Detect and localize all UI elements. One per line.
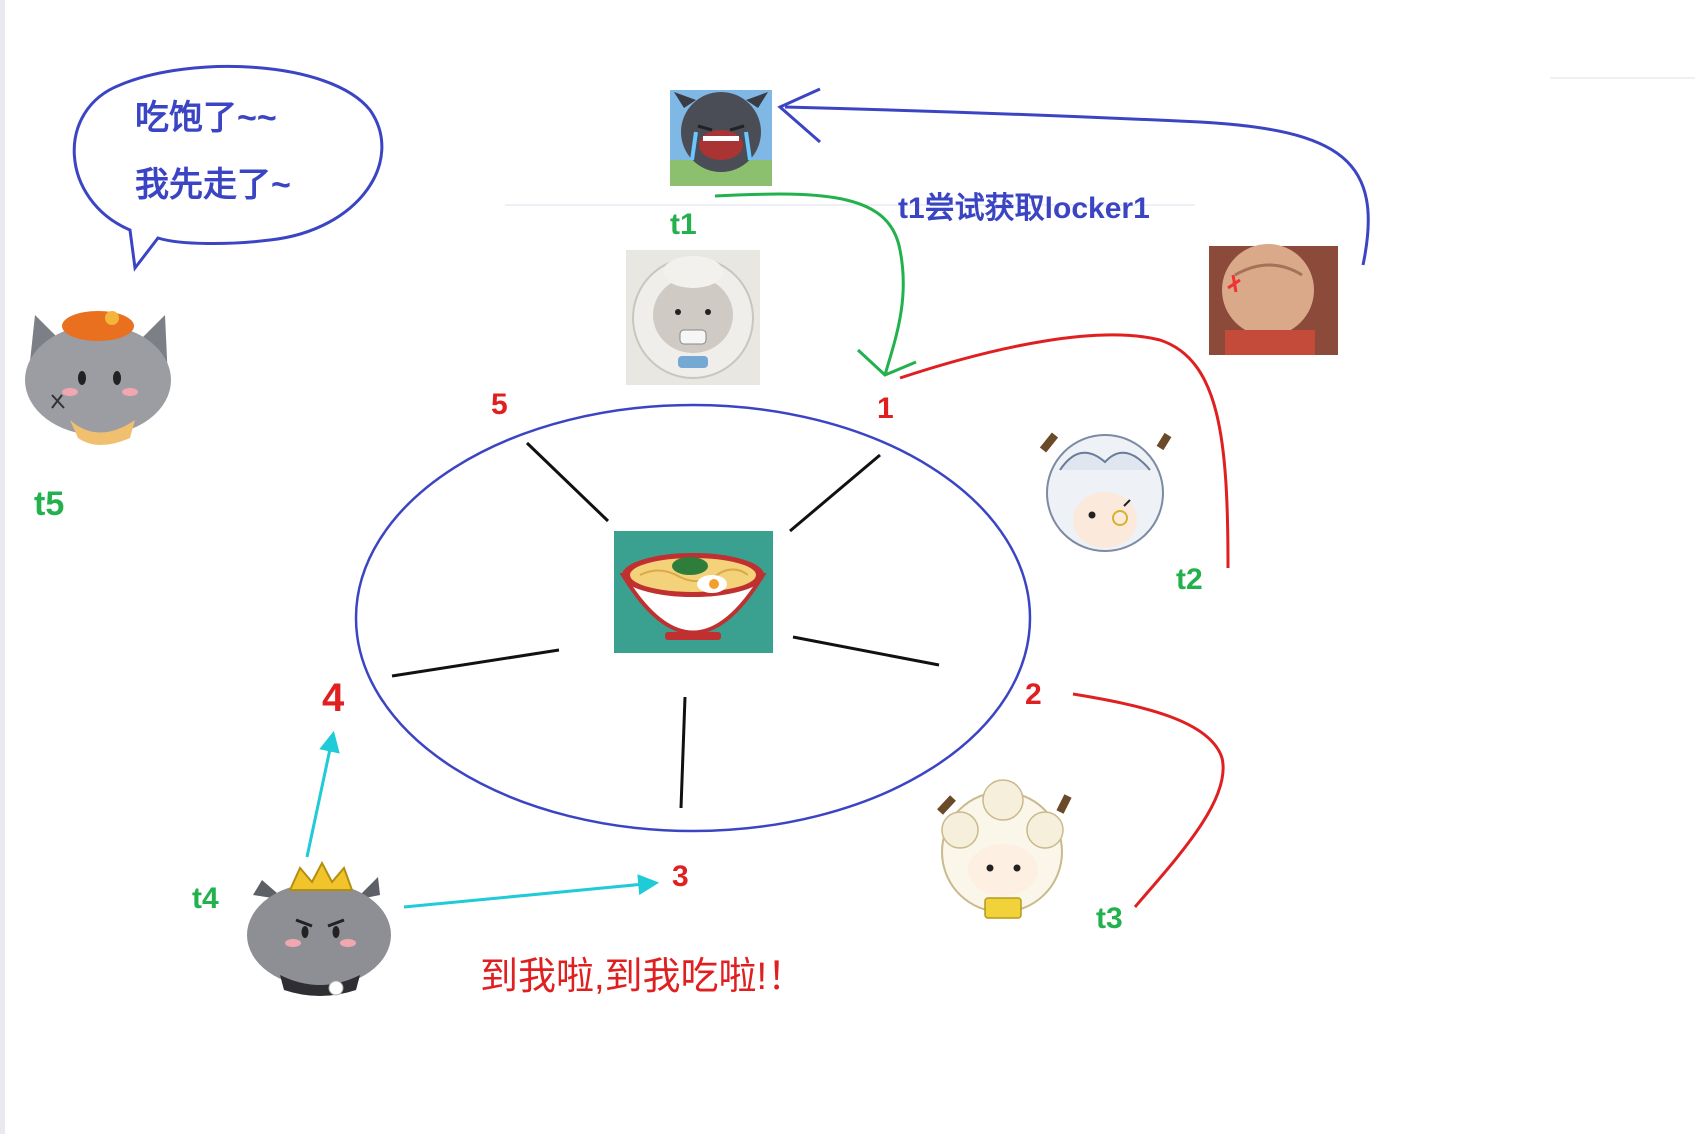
lock-label-3: 3 bbox=[672, 860, 689, 894]
wolf-cap-icon bbox=[25, 311, 171, 445]
sheep-bubble-icon bbox=[626, 250, 760, 385]
lock-label-5: 5 bbox=[491, 388, 508, 422]
t4-to-4-arrow bbox=[307, 735, 333, 857]
speech-line-1: 吃饱了~~ bbox=[135, 88, 277, 148]
noodle-bowl-icon bbox=[614, 531, 773, 653]
lock-label-2: 2 bbox=[1025, 678, 1042, 712]
lock-label-4: 4 bbox=[322, 676, 344, 721]
speech-line-2: 我先走了~ bbox=[135, 155, 291, 215]
t3-holds-2-curve bbox=[1073, 694, 1223, 907]
thread-label-t4: t4 bbox=[192, 882, 219, 916]
thread-label-t3: t3 bbox=[1096, 902, 1123, 936]
thread-label-t1: t1 bbox=[670, 208, 697, 242]
chopstick-5 bbox=[527, 443, 608, 521]
crying-wolf-icon bbox=[670, 90, 772, 186]
chopstick-2 bbox=[793, 637, 939, 665]
chopstick-3 bbox=[681, 697, 685, 808]
thread-label-t5: t5 bbox=[34, 485, 64, 524]
sheep-bell-icon bbox=[940, 780, 1068, 918]
chopstick-4 bbox=[392, 650, 559, 676]
t4-to-3-arrow bbox=[404, 883, 655, 907]
fist-icon bbox=[1209, 244, 1338, 355]
white-sheep-glasses-icon bbox=[1043, 435, 1168, 551]
wolf-crown-icon bbox=[247, 863, 391, 996]
lock-label-1: 1 bbox=[877, 392, 894, 426]
thread-label-t2: t2 bbox=[1176, 563, 1203, 597]
chopstick-1 bbox=[790, 455, 880, 531]
t4-annotation: 到我啦,到我吃啦!！ bbox=[480, 945, 805, 1000]
t1-annotation: t1尝试获取locker1 bbox=[898, 183, 1150, 227]
